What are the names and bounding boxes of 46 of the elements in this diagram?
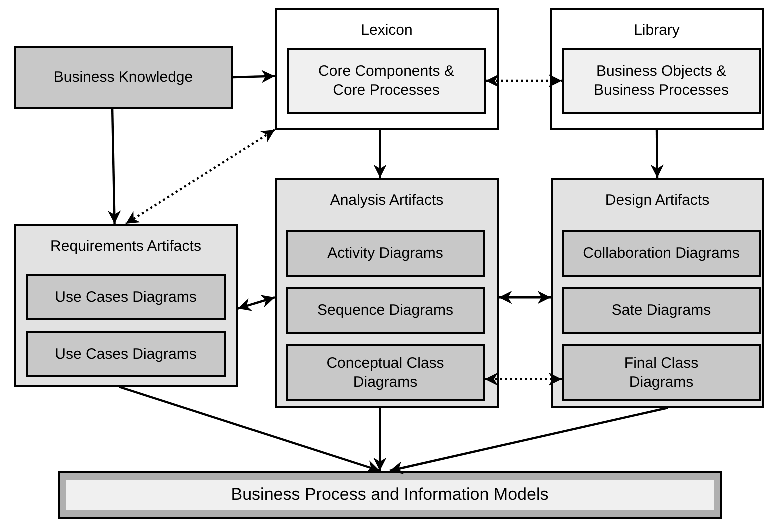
box-label: Activity Diagrams: [326, 244, 444, 263]
arrow: [125, 129, 276, 225]
arrow: [485, 372, 562, 386]
group-title: Lexicon: [360, 22, 414, 40]
process-box: [562, 48, 761, 114]
arrow: [374, 408, 387, 471]
arrow: [499, 291, 551, 304]
arrow: [118, 386, 380, 474]
arrow: [374, 130, 387, 178]
process-box: [286, 230, 485, 277]
group-box: [550, 8, 764, 130]
box-label: Sequence Diagrams: [316, 301, 454, 320]
group-title: Analysis Artifacts: [329, 192, 445, 210]
process-box: [562, 230, 761, 277]
box-label: Use Cases Diagrams: [54, 344, 198, 364]
process-box: [287, 48, 486, 114]
box-label: Sate Diagrams: [610, 301, 712, 320]
group-title: Library: [633, 22, 681, 40]
arrow: [238, 295, 276, 312]
process-box: [562, 344, 761, 401]
group-box: [275, 178, 499, 408]
box-label: Final Class Diagrams: [623, 354, 700, 392]
group-title: Design Artifacts: [604, 192, 711, 210]
process-box: [26, 274, 226, 320]
title-band: Business Process and Information Models: [66, 480, 714, 510]
arrow: [650, 130, 664, 178]
process-box: [286, 287, 485, 334]
arrow: [232, 70, 276, 84]
box-label: Business Knowledge: [52, 68, 194, 87]
group-title: Requirements Artifacts: [50, 238, 202, 256]
box-label: Use Cases Diagrams: [54, 288, 198, 306]
group-box: [551, 178, 764, 408]
arrow: [486, 74, 562, 88]
box-label: Conceptual Class Diagrams: [326, 354, 446, 392]
process-box: [286, 344, 485, 401]
process-box: [14, 46, 233, 109]
box-label: Core Components & Core Processes: [318, 62, 456, 100]
arrow: [390, 406, 668, 475]
group-box: [275, 8, 499, 130]
process-box: [562, 287, 761, 334]
box-label: Business Objects & Business Processes: [592, 62, 730, 100]
arrow: [108, 108, 122, 224]
group-box: [14, 224, 238, 387]
process-box: [58, 471, 722, 519]
process-box: [26, 331, 226, 377]
box-label: Collaboration Diagrams: [582, 244, 741, 263]
